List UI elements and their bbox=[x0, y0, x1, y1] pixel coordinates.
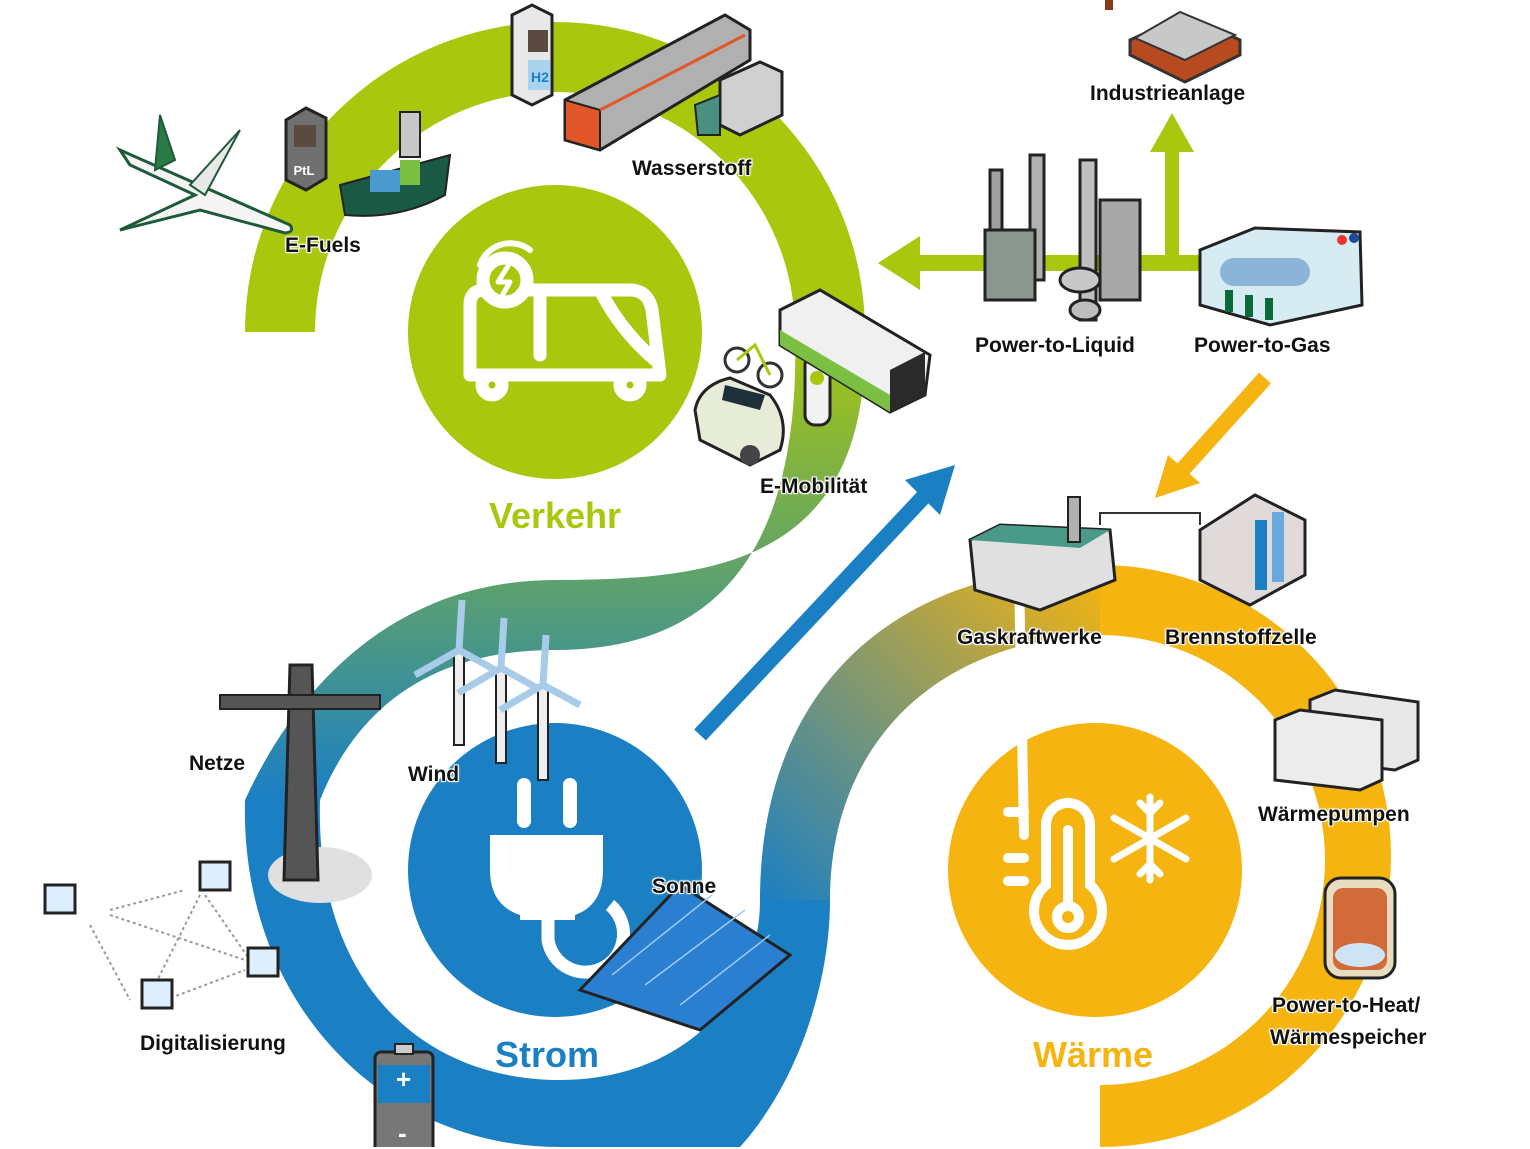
label-digitalisierung: Digitalisierung bbox=[140, 1032, 286, 1055]
label-power-to-heat: Power-to-Heat/ bbox=[1272, 994, 1421, 1017]
label-e-mobilitaet: E-Mobilität bbox=[760, 475, 868, 498]
blue-arrow bbox=[694, 465, 955, 741]
label-waermepumpen: Wärmepumpen bbox=[1258, 803, 1410, 826]
battery-icon bbox=[373, 1043, 435, 1147]
label-industrieanlage: Industrieanlage bbox=[1090, 82, 1246, 105]
label-wind: Wind bbox=[408, 763, 460, 786]
solar-panel-icon bbox=[577, 883, 793, 1032]
svg-text:H2: H2 bbox=[531, 69, 549, 85]
airplane-icon bbox=[115, 114, 294, 235]
laptop-network-icon bbox=[43, 860, 280, 1010]
label-wasserstoff: Wasserstoff bbox=[632, 157, 752, 180]
label-brennstoffzelle: Brennstoffzelle bbox=[1165, 626, 1317, 649]
electric-car-icon bbox=[693, 376, 785, 467]
gas-power-plant-icon bbox=[968, 496, 1117, 612]
power-pylon-icon bbox=[219, 663, 381, 903]
verkehr-title: Verkehr bbox=[488, 495, 622, 536]
yellow-arrow bbox=[1155, 372, 1271, 498]
label-gaskraftwerke: Gaskraftwerke bbox=[957, 626, 1102, 649]
label-e-fuels: E-Fuels bbox=[285, 234, 361, 257]
e-bike-icon bbox=[723, 342, 784, 389]
thermometer-snowflake-icon bbox=[1003, 0, 1190, 950]
electrolyzer-icon bbox=[1198, 226, 1364, 327]
cargo-ship-icon bbox=[338, 111, 452, 217]
electric-bus-icon bbox=[463, 240, 667, 402]
label-power-to-gas: Power-to-Gas bbox=[1194, 334, 1331, 357]
label-netze: Netze bbox=[189, 752, 246, 775]
refinery-icon bbox=[983, 153, 1142, 322]
heat-pump-icon bbox=[1273, 688, 1420, 792]
truck-icon bbox=[693, 60, 784, 137]
wind-turbine-icon bbox=[413, 599, 582, 781]
locomotive-icon bbox=[563, 13, 752, 152]
label-sonne: Sonne bbox=[652, 875, 717, 898]
ptl-fuel-pump-icon: PtL bbox=[284, 106, 328, 192]
svg-text:PtL: PtL bbox=[294, 163, 315, 178]
label-power-to-liquid: Power-to-Liquid bbox=[975, 334, 1135, 357]
verkehr-strom-band bbox=[245, 332, 866, 800]
bus-icon bbox=[778, 288, 932, 414]
factory-icon bbox=[1105, 0, 1242, 84]
fuel-cell-icon bbox=[1198, 493, 1307, 607]
battery-minus: - bbox=[398, 1118, 407, 1148]
h2-fuel-pump-icon: H2 bbox=[510, 3, 554, 107]
battery-plus: + bbox=[396, 1064, 412, 1094]
strom-title: Strom bbox=[494, 1034, 600, 1075]
waerme-title: Wärme bbox=[1032, 1034, 1154, 1075]
heat-storage-tank-icon bbox=[1323, 876, 1397, 980]
connector-line bbox=[1099, 512, 1201, 525]
label-waermespeicher: Wärmespeicher bbox=[1270, 1026, 1427, 1049]
